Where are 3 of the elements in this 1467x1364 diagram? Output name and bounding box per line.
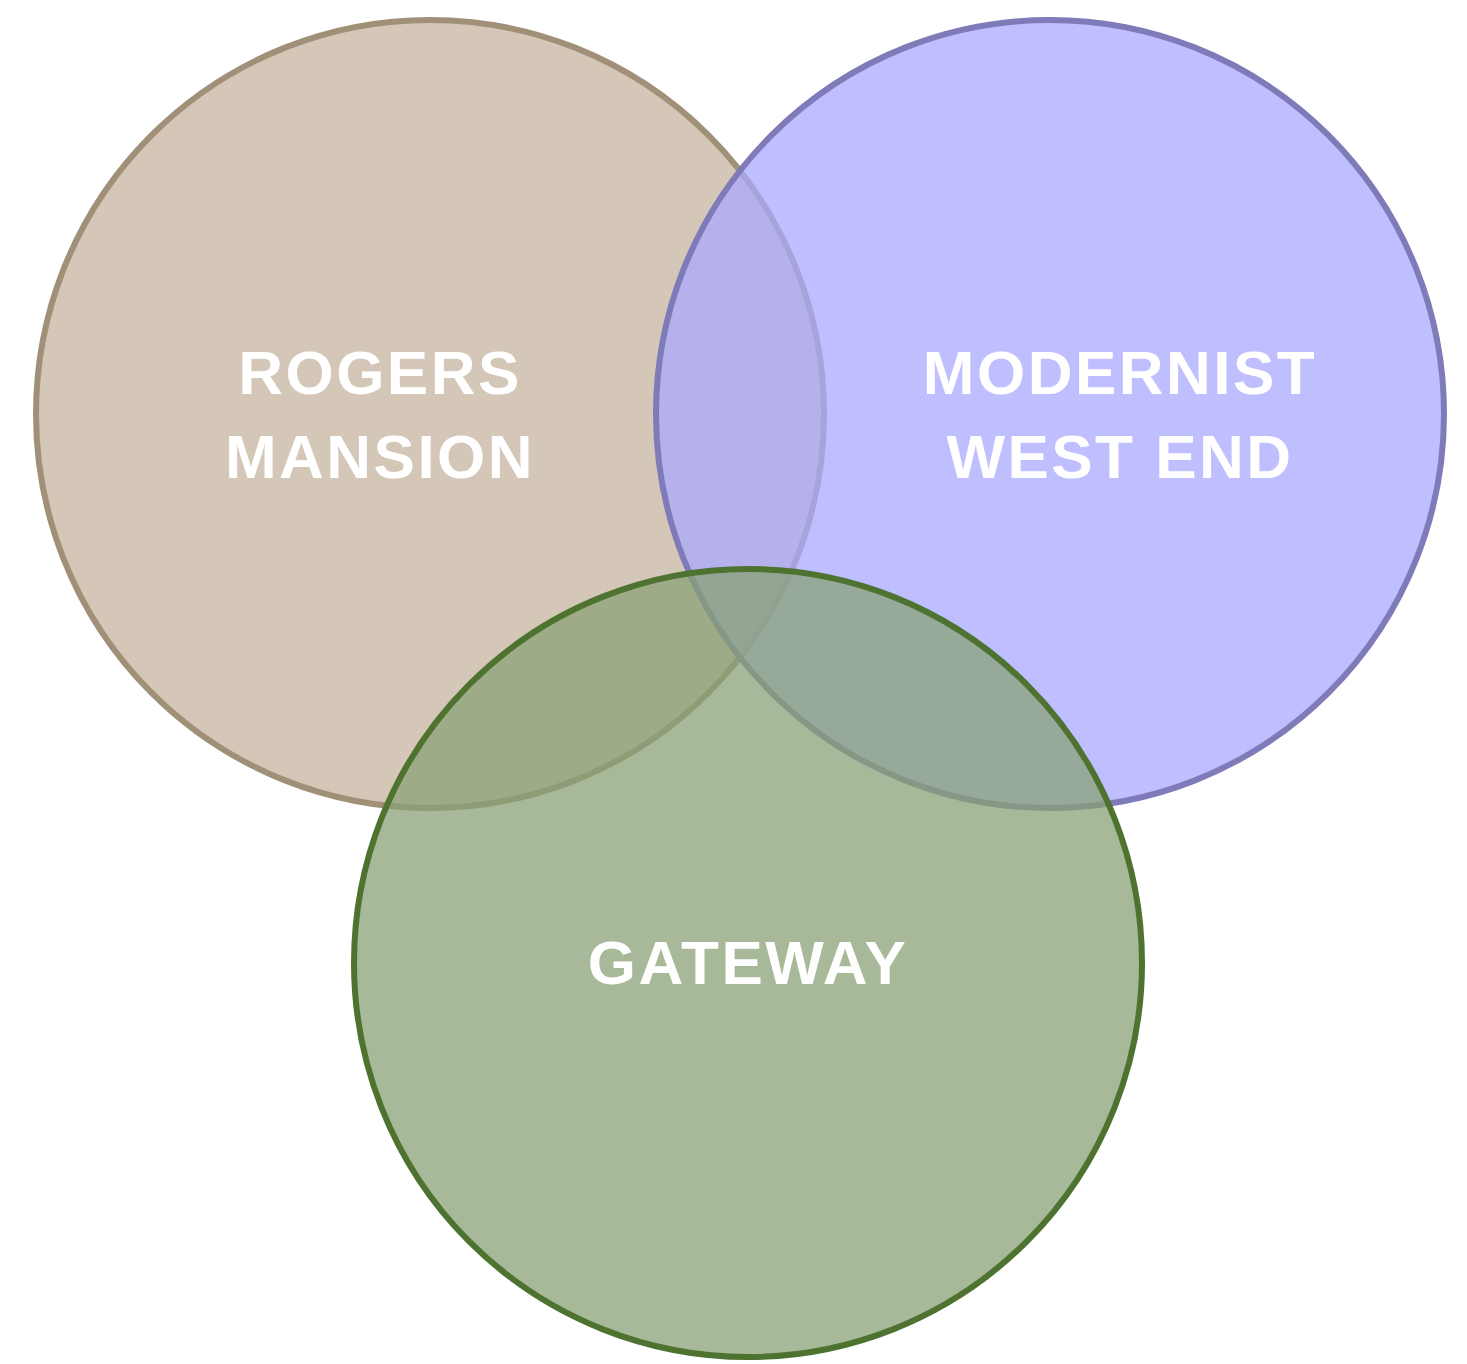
set-label: MODERNIST WEST END: [921, 337, 1319, 493]
set-label: GATEWAY: [587, 927, 909, 1000]
set-label: ROGERS MANSION: [223, 337, 537, 493]
